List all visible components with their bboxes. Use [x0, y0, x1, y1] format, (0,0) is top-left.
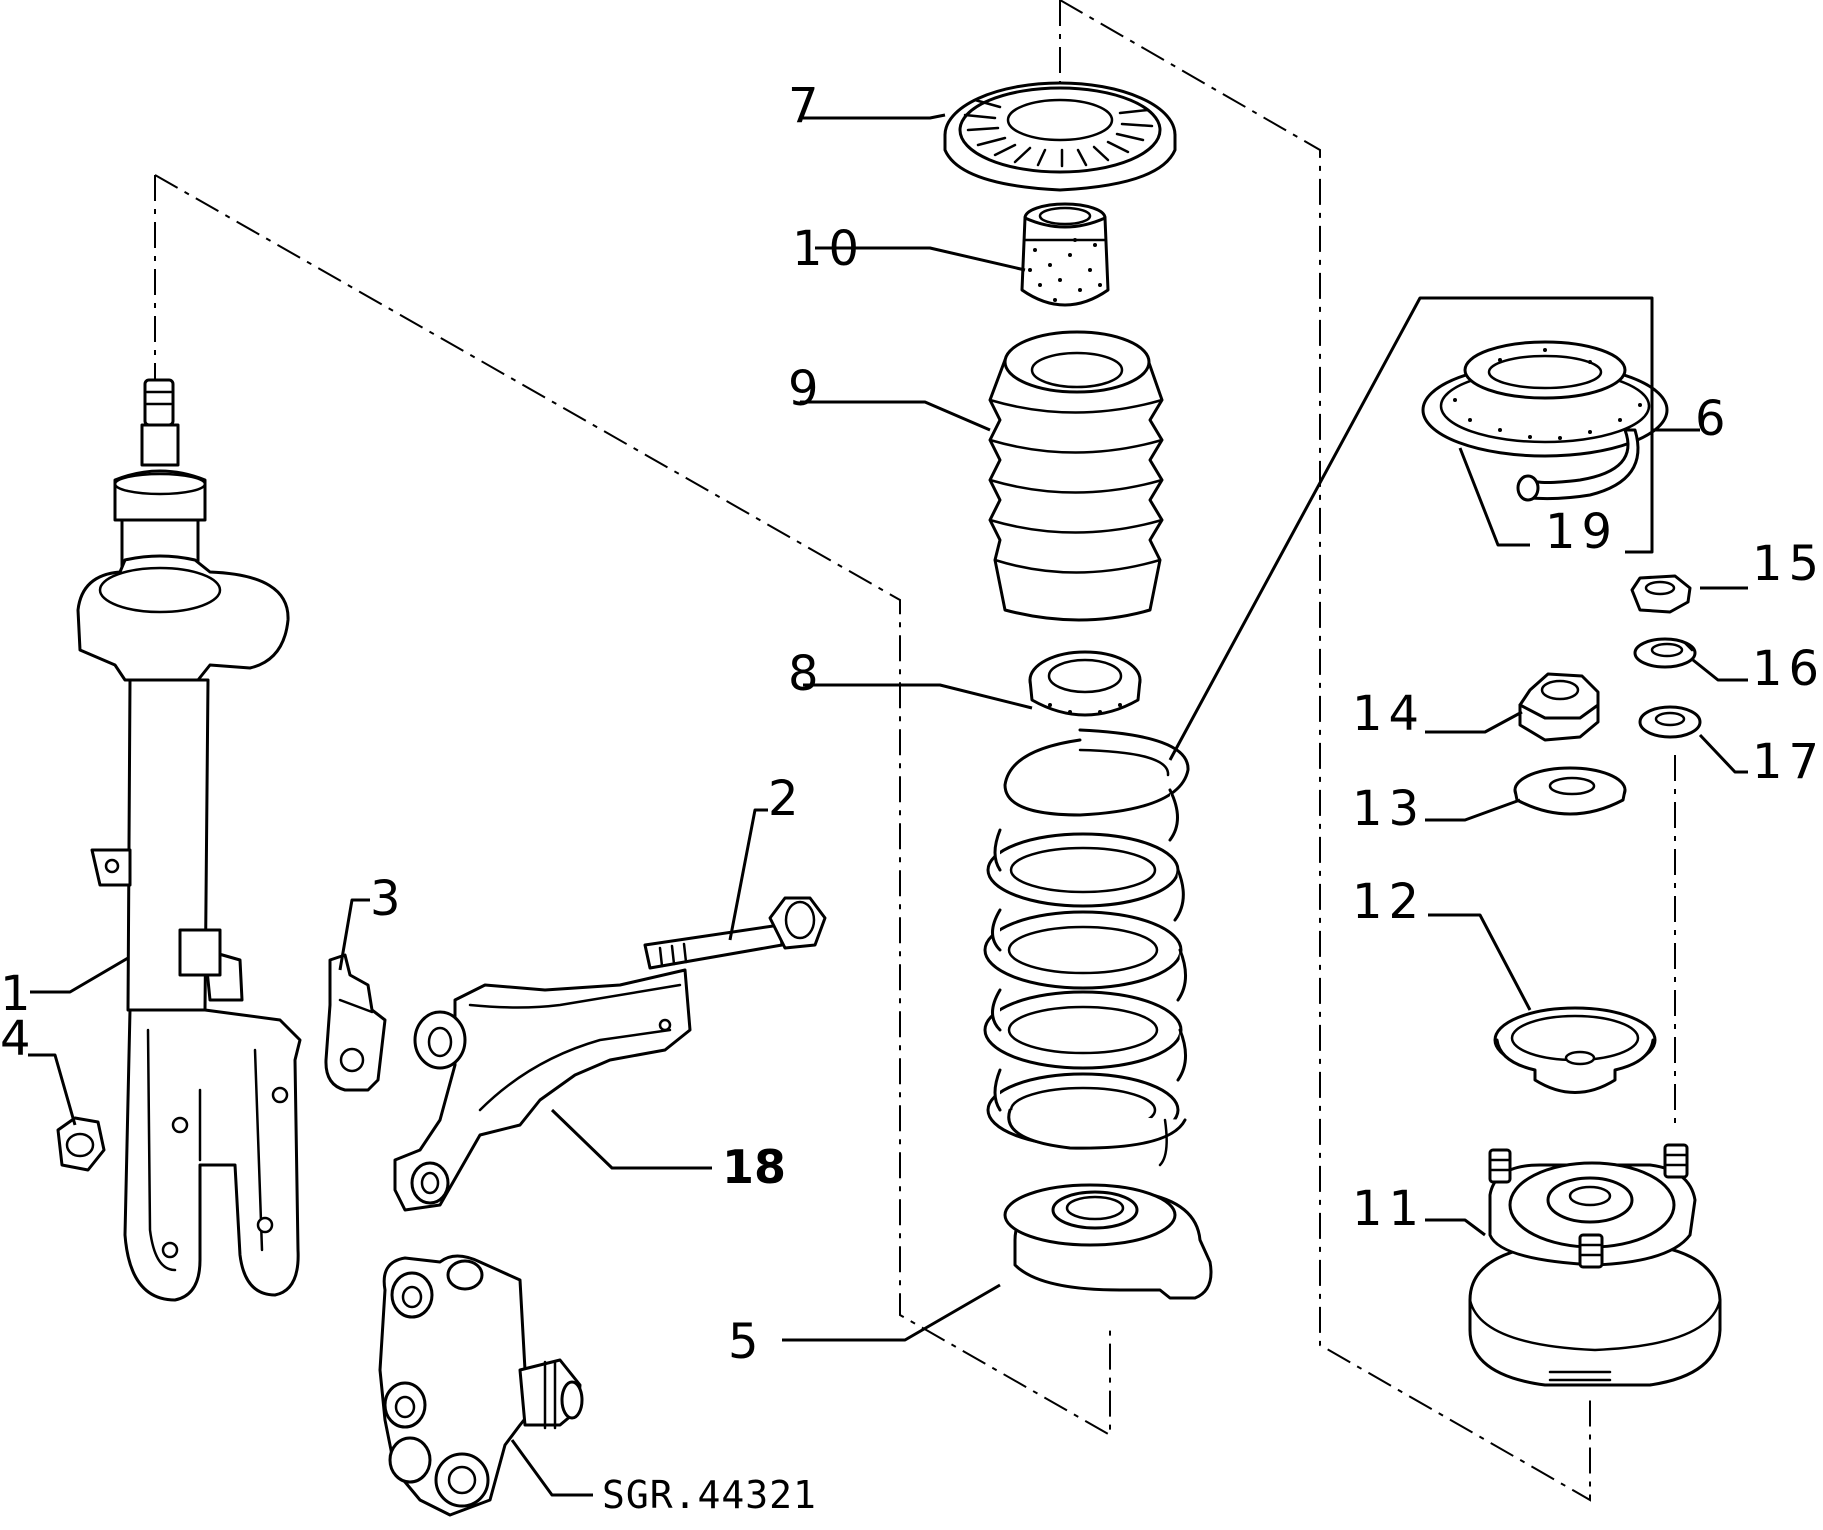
reference-code: SGR.44321 [602, 1473, 817, 1517]
self-locking-nut [1518, 672, 1600, 742]
steering-knuckle [378, 1254, 584, 1517]
shock-absorber-strut [76, 378, 302, 1302]
spring-washer [1633, 637, 1697, 669]
callout-2: 2 [768, 771, 805, 827]
washer [1513, 766, 1627, 816]
strut-top-mount [1468, 1143, 1722, 1387]
callout-7: 7 [788, 78, 825, 134]
callout-5: 5 [728, 1314, 765, 1370]
bump-stop [1020, 202, 1110, 307]
callout-17: 17 [1752, 734, 1823, 790]
control-arm [393, 968, 692, 1212]
dust-boot [988, 330, 1164, 622]
callout-10: 10 [792, 221, 865, 277]
spacer-ring [1028, 650, 1142, 717]
upper-spring-pad [943, 81, 1177, 192]
callout-8: 8 [788, 646, 825, 702]
callout-3: 3 [370, 871, 407, 927]
assembly-axes [154, 0, 1676, 1502]
bolt [643, 896, 827, 970]
nut [1630, 574, 1692, 614]
callout-16: 16 [1752, 641, 1823, 697]
callout-1: 1 [0, 966, 37, 1022]
callout-19: 19 [1545, 504, 1618, 560]
flat-washer [1638, 705, 1702, 739]
spring-insulator [1421, 340, 1669, 502]
callout-15: 15 [1752, 536, 1823, 592]
nut [56, 1116, 106, 1172]
callout-13: 13 [1352, 781, 1425, 837]
callout-11: 11 [1352, 1181, 1425, 1237]
lower-spring-seat [1003, 1183, 1213, 1300]
bracket-clip [324, 953, 387, 1092]
callout-14: 14 [1352, 686, 1425, 742]
callout-6: 6 [1695, 391, 1732, 447]
callout-labels: 1 2 3 4 5 6 7 8 9 10 11 12 13 14 15 16 1… [0, 78, 1823, 1517]
callout-18: 18 [722, 1140, 786, 1194]
callout-4: 4 [0, 1011, 37, 1067]
callout-9: 9 [788, 361, 825, 417]
coil-spring [983, 728, 1190, 1167]
bearing-cup [1493, 1006, 1657, 1094]
callout-12: 12 [1352, 874, 1425, 930]
leader-lines [28, 113, 1748, 1497]
